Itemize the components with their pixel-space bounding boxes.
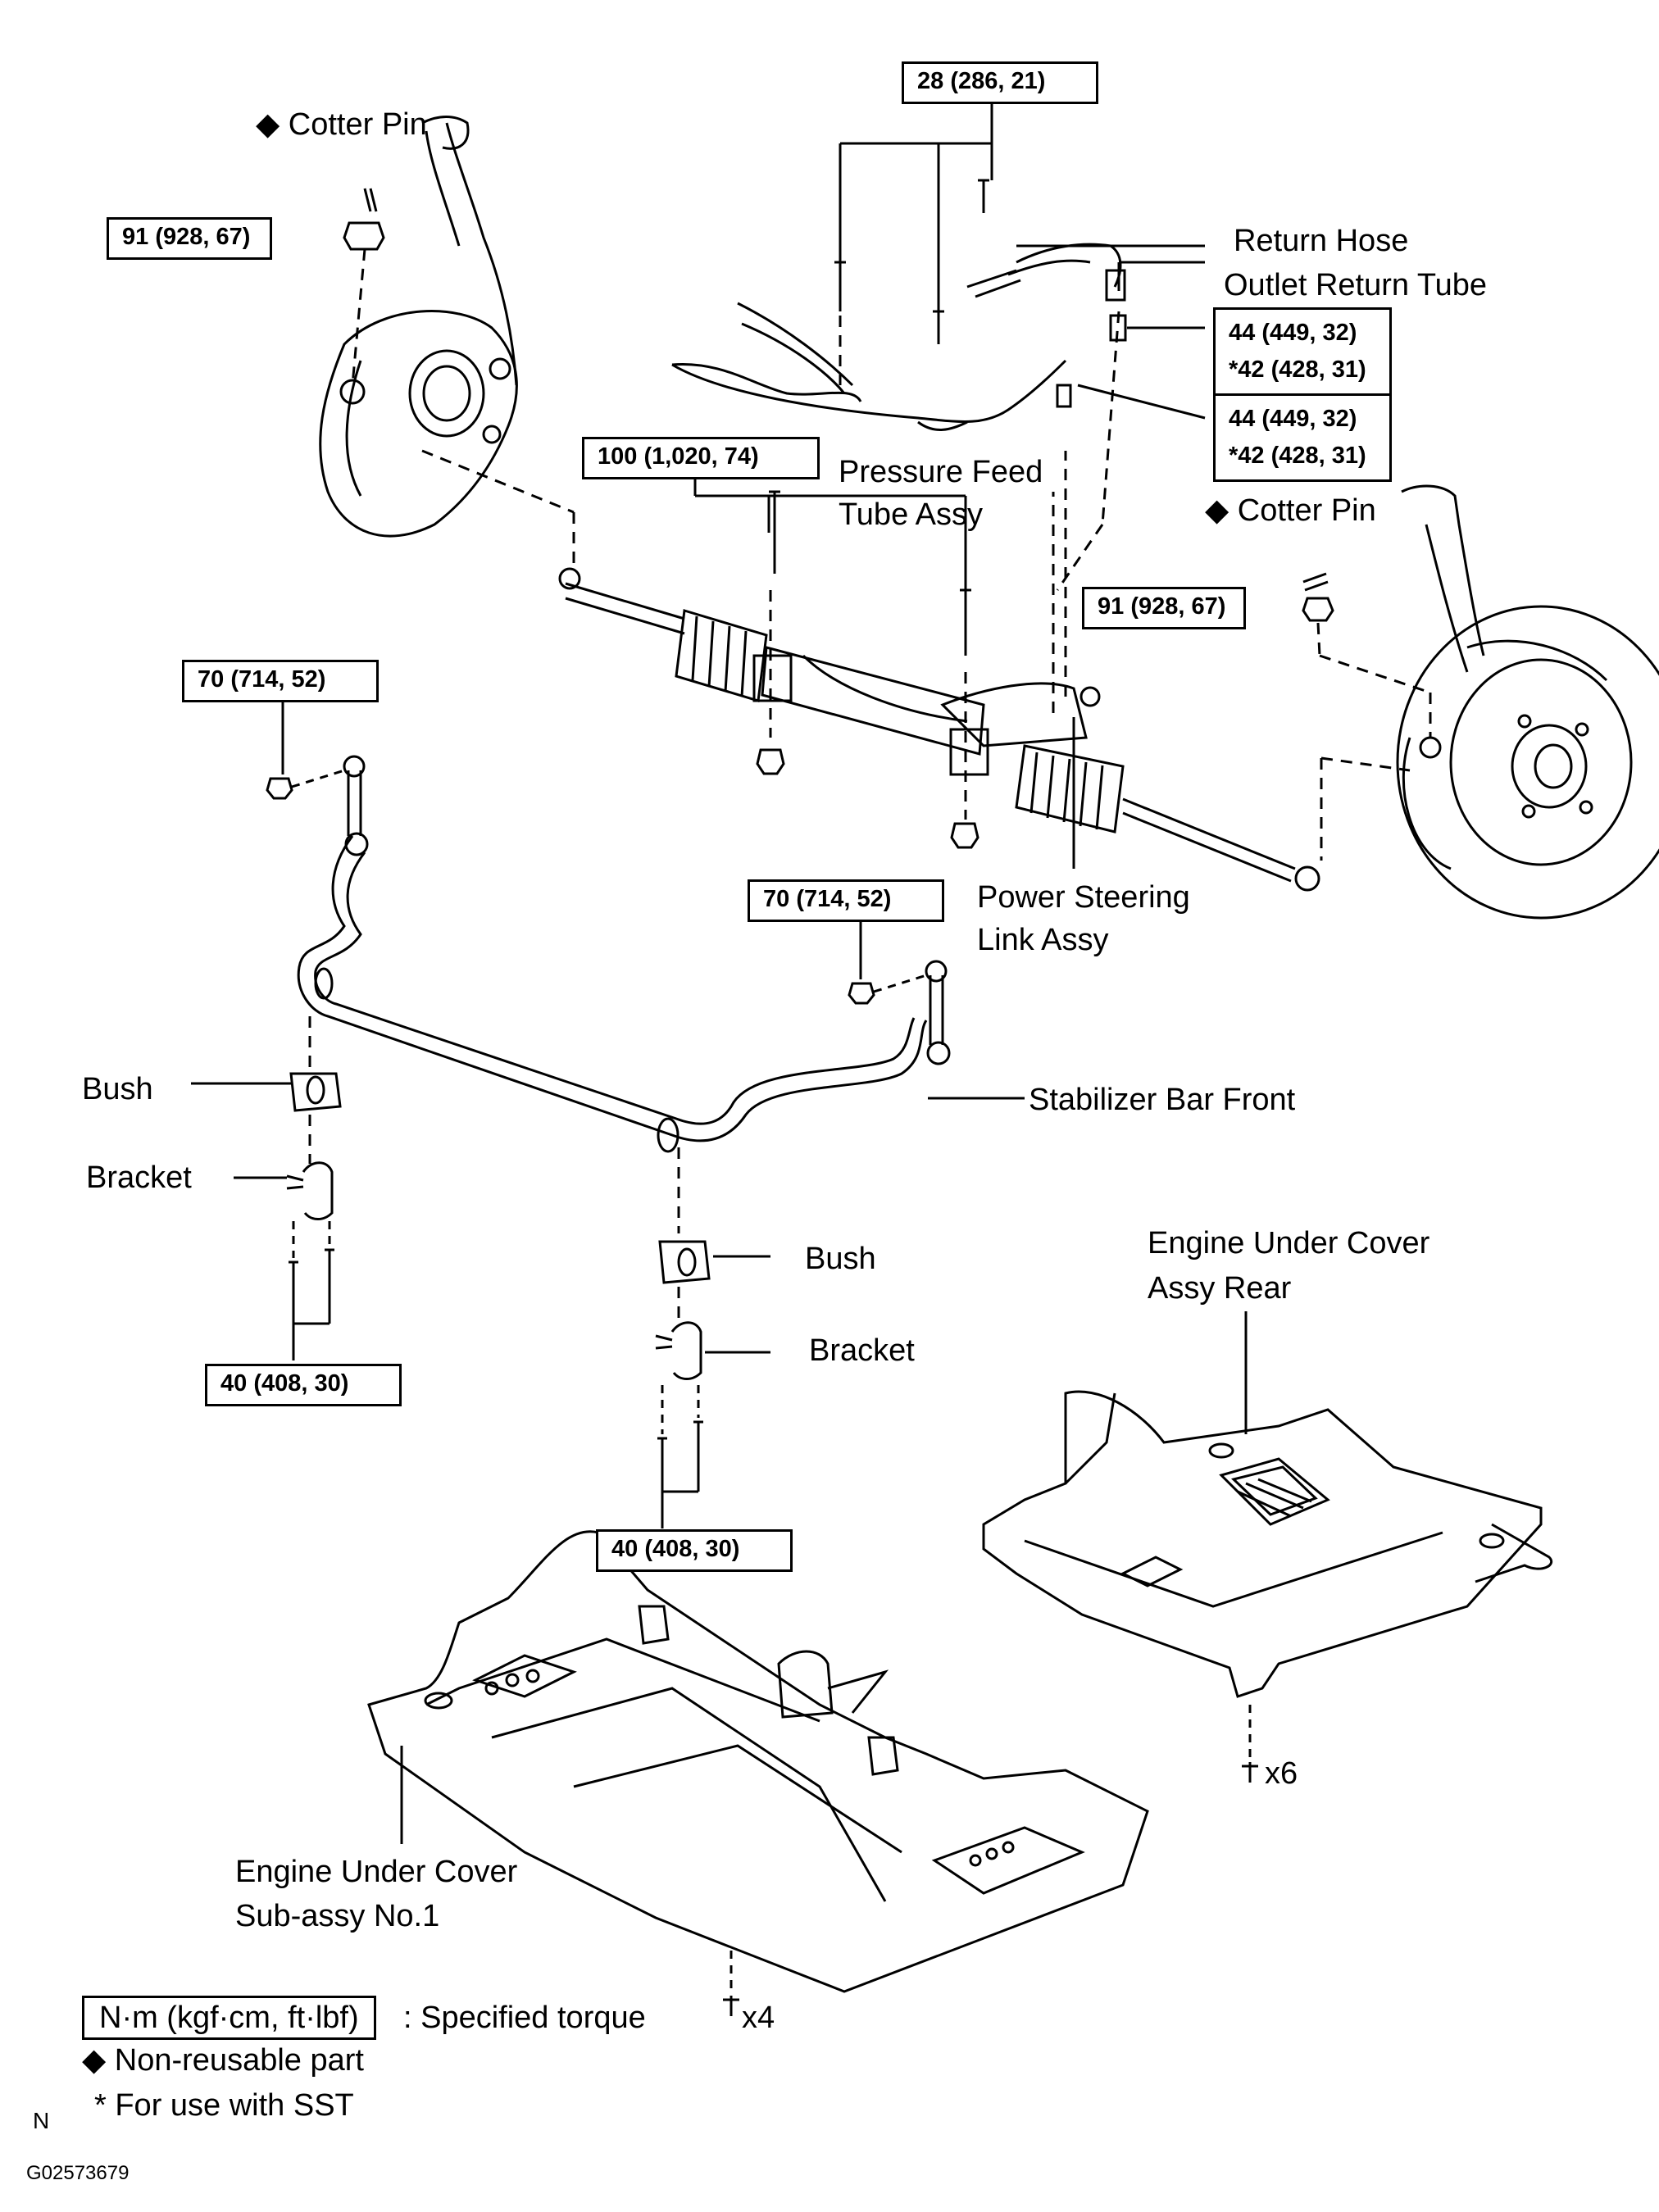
right-cotter-pin-and-nut [1302,572,1432,738]
torque-box-44-lower: 44 (449, 32) *42 (428, 31) [1213,393,1392,482]
engine-under-cover-rear-label-line1: Engine Under Cover [1148,1226,1430,1260]
pressure-feed-label-line1: Pressure Feed [839,455,1043,489]
engine-under-cover-rear-part [982,1390,1552,1698]
x4-label: x4 [742,2001,775,2035]
torque-box-40-right: 40 (408, 30) [596,1529,793,1572]
torque-box-44-upper: 44 (449, 32) *42 (428, 31) [1213,307,1392,396]
torque-box-100: 100 (1,020, 74) [582,437,820,479]
bush-left-part [289,1072,342,1112]
legend-torque-unit-box: N·m (kgf·cm, ft·lbf) [82,1996,376,2040]
torque-box-91-left: 91 (928, 67) [107,217,272,260]
right-knuckle-and-hub [1396,484,1659,920]
torque-44-upper-line2: *42 (428, 31) [1229,357,1366,383]
stabilizer-link-left [266,755,369,856]
stabilizer-link-right [848,960,951,1065]
power-steering-label-line1: Power Steering [977,880,1190,915]
bracket-center-part [655,1321,702,1380]
torque-box-40-left: 40 (408, 30) [205,1364,402,1406]
torque-box-28: 28 (286, 21) [902,61,1098,104]
legend-sst: * For use with SST [94,2088,354,2123]
engine-under-cover-no1-label-line1: Engine Under Cover [235,1855,518,1889]
engine-under-cover-no1-part [367,1530,1149,1993]
pressure-feed-and-return-tubes [671,179,1127,591]
north-mark: N [33,2108,50,2133]
outlet-return-tube-label: Outlet Return Tube [1224,268,1488,302]
bush-center-part [658,1240,711,1284]
legend-non-reusable: ◆ Non-reusable part [82,2043,364,2078]
engine-under-cover-rear-label-line2: Assy Rear [1148,1271,1292,1306]
torque-box-70-left: 70 (714, 52) [182,660,379,702]
legend-torque-desc: : Specified torque [403,2001,646,2035]
bracket-left-label: Bracket [86,1161,192,1195]
power-steering-label-line2: Link Assy [977,923,1109,957]
cotter-pin-left-label: ◆ Cotter Pin [256,107,427,142]
pressure-feed-label-line2: Tube Assy [839,497,984,532]
torque-44-lower-line2: *42 (428, 31) [1229,443,1366,469]
x6-label: x6 [1265,1756,1298,1791]
left-steering-knuckle [319,116,518,538]
torque-box-70-right: 70 (714, 52) [748,879,944,922]
bush-center-label: Bush [805,1242,876,1276]
steering-rack-assembly [558,451,1320,892]
bush-left-label: Bush [82,1072,153,1106]
torque-44-lower-line1: 44 (449, 32) [1229,406,1357,432]
torque-box-91-right: 91 (928, 67) [1082,587,1246,629]
bracket-left-part [286,1161,334,1220]
return-hose-label: Return Hose [1234,224,1409,258]
engine-under-cover-no1-label-line2: Sub-assy No.1 [235,1899,440,1933]
figure-id: G02573679 [26,2162,130,2184]
bracket-center-label: Bracket [809,1333,915,1368]
torque-44-upper-line1: 44 (449, 32) [1229,320,1357,346]
stabilizer-bar [297,835,928,1153]
cotter-pin-right-label: ◆ Cotter Pin [1205,493,1376,528]
stabilizer-bar-label: Stabilizer Bar Front [1029,1083,1296,1117]
left-cotter-pin-and-nut [343,188,385,386]
